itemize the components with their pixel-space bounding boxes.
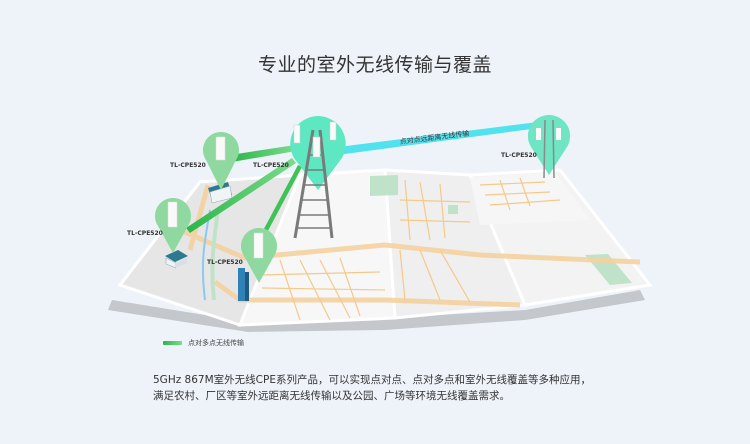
device-label: TL-CPE520 bbox=[127, 230, 163, 237]
description: 5GHz 867M室外无线CPE系列产品，可以实现点对点、点对多点和室外无线覆盖… bbox=[153, 372, 623, 404]
page-title: 专业的室外无线传输与覆盖 bbox=[257, 54, 492, 76]
house-icon bbox=[165, 250, 188, 269]
description-line: 5GHz 867M室外无线CPE系列产品，可以实现点对点、点对多点和室外无线覆盖… bbox=[153, 374, 591, 386]
point-to-multipoint-links bbox=[186, 145, 302, 242]
park-area bbox=[370, 175, 398, 196]
device-label: TL-CPE520 bbox=[253, 162, 289, 169]
device-label: TL-CPE520 bbox=[207, 259, 243, 266]
remote-station-pin bbox=[527, 114, 571, 179]
skyscraper-icon bbox=[238, 268, 249, 301]
base-station-tower bbox=[290, 116, 346, 239]
cpe-pin-bottom bbox=[240, 227, 278, 283]
point-to-point-link bbox=[330, 122, 539, 156]
link-label: 点对点远距离无线传输 bbox=[399, 129, 470, 146]
legend-swatch bbox=[163, 341, 182, 345]
device-label: TL-CPE520 bbox=[501, 152, 537, 159]
legend: 点对多点无线传输 bbox=[163, 338, 244, 348]
office-building-icon bbox=[208, 182, 233, 204]
cpe-pin-mid-left bbox=[154, 197, 192, 253]
device-label: TL-CPE520 bbox=[170, 162, 206, 169]
legend-label: 点对多点无线传输 bbox=[188, 339, 244, 347]
folded-map bbox=[117, 168, 653, 327]
description-line: 满足农村、厂区等室外远距离无线传输以及公园、广场等环境无线覆盖需求。 bbox=[153, 390, 510, 402]
cpe-pin-top-left bbox=[202, 131, 240, 190]
